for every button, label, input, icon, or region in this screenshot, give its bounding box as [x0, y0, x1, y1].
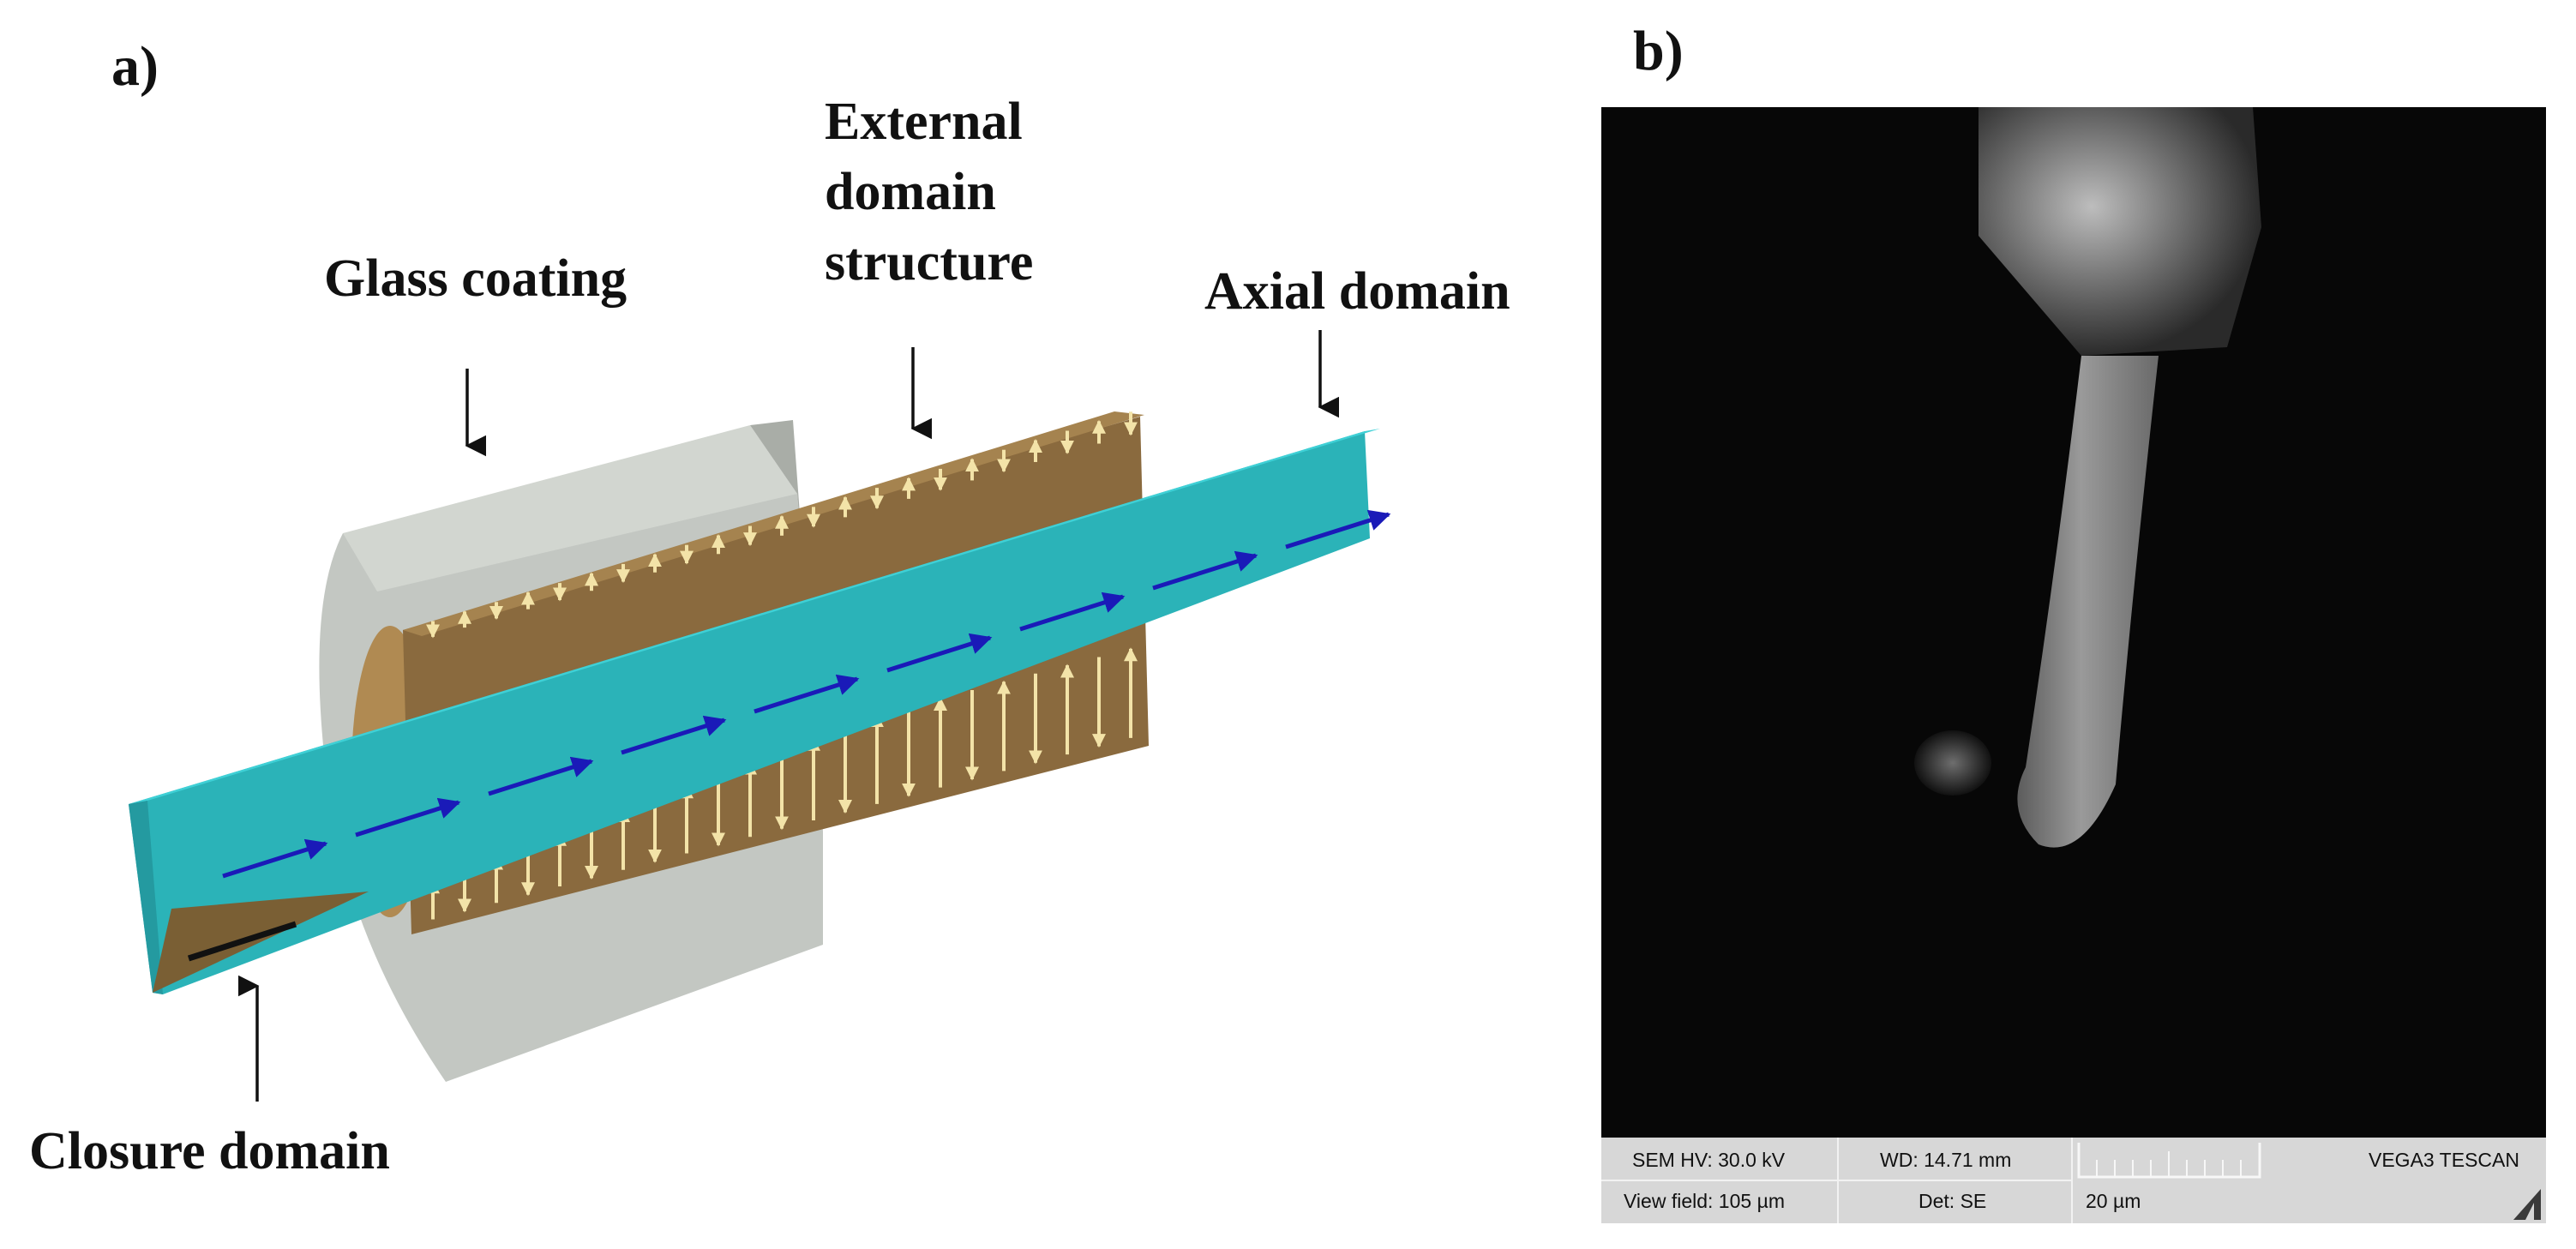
axial-arrow-1 — [355, 797, 461, 838]
microwire-diagram — [129, 330, 1391, 1102]
axial-arrows — [222, 509, 1391, 879]
info-bar-separator-2 — [2071, 1138, 2073, 1223]
info-bar-separator-1 — [1837, 1138, 1839, 1223]
info-bar-divider — [1601, 1180, 2071, 1181]
tescan-logo-icon — [2513, 1189, 2541, 1220]
closure-domain-wedge — [153, 892, 369, 993]
sem-brand: VEGA3 TESCAN — [2369, 1148, 2519, 1171]
sem-hv: SEM HV: 30.0 kV — [1632, 1148, 1786, 1171]
sem-info-bar: SEM HV: 30.0 kV WD: 14.71 mm VEGA3 TESCA… — [1601, 1138, 2546, 1223]
core-end-face — [129, 801, 163, 994]
axial-arrow-6 — [1019, 591, 1126, 632]
glass-remnant — [1979, 107, 2261, 356]
axial-arrow-0 — [222, 838, 328, 879]
sem-image — [1601, 107, 2546, 1138]
glass-coating-label: Glass coating — [324, 249, 627, 308]
sem-scale-label: 20 µm — [2086, 1189, 2141, 1212]
particle-blob — [1914, 730, 1991, 796]
sem-view-field: View field: 105 µm — [1624, 1189, 1785, 1212]
core-front-face — [129, 431, 1370, 994]
axial-arrow-8 — [1285, 509, 1391, 549]
core-top-face — [129, 429, 1380, 804]
radial-arrows — [426, 411, 1138, 920]
sem-micrograph: SEM HV: 30.0 kV WD: 14.71 mm VEGA3 TESCA… — [1601, 107, 2546, 1223]
axial-arrow-7 — [1152, 550, 1258, 591]
external-domain-line-3: structure — [825, 232, 1034, 291]
closure-domain-label: Closure domain — [29, 1122, 390, 1180]
axial-arrow-2 — [488, 756, 594, 796]
axial-arrow-3 — [621, 715, 727, 755]
closure-domain-arrow — [187, 921, 297, 962]
sem-wd: WD: 14.71 mm — [1880, 1148, 2012, 1171]
axial-domain-core — [129, 429, 1380, 994]
axial-arrow-5 — [886, 633, 993, 673]
metallic-nucleus — [2017, 356, 2159, 848]
panel-b-letter: b) — [1633, 20, 1684, 82]
sem-detector: Det: SE — [1918, 1189, 1987, 1212]
external-domain-label: External domain structure — [825, 87, 1133, 297]
glass-top-face — [343, 425, 797, 591]
sem-scale-bar — [2077, 1143, 2261, 1179]
external-domain-line-2: domain — [825, 162, 996, 221]
panel-a-letter: a) — [111, 35, 159, 98]
axial-arrow-4 — [754, 674, 860, 714]
external-domain-line-1: External — [825, 93, 1023, 151]
axial-domain-label: Axial domain — [1204, 262, 1510, 321]
